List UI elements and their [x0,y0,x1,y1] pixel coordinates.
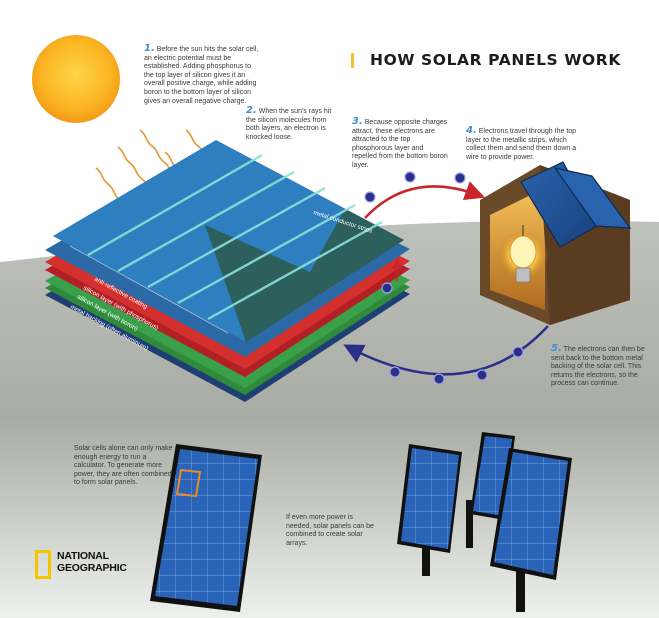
electrons-bottom [389,346,524,385]
step-2-text: When the sun's rays hit the silicon mole… [246,108,332,141]
house-illustration [480,161,632,325]
step-4: 4.Electrons travel through the top layer… [466,125,582,162]
step-3: 3.Because opposite charges attract, thes… [352,116,448,171]
solar-panel-single [150,444,262,612]
lightbulb-icon [509,235,537,269]
electrons-top [364,171,466,203]
step-4-number: 4. [466,125,477,136]
panel-cells [155,449,258,606]
step-3-number: 3. [352,116,363,127]
logo-mark [35,550,51,579]
step-1: 1.Before the sun hits the solar cell, an… [144,43,262,106]
step-2: 2.When the sun's rays hit the silicon mo… [246,105,336,142]
step-5: 5.The electrons can then be sent back to… [551,343,651,389]
logo: NATIONAL GEOGRAPHIC [57,550,127,574]
step-1-number: 1. [144,43,155,54]
calculator-note: Solar cells alone can only make enough e… [74,445,173,487]
arrow-return [343,325,549,376]
solar-array [397,432,572,612]
step-5-text: The electrons can then be sent back to t… [551,346,645,388]
logo-line-2: GEOGRAPHIC [57,561,127,574]
step-3-text: Because opposite charges attract, these … [352,119,448,169]
step-1-text: Before the sun hits the solar cell, an e… [144,46,259,105]
arrow-to-house [364,181,486,219]
roof-panel-right [553,167,632,229]
step-4-text: Electrons travel through the top layer t… [466,128,577,161]
step-5-number: 5. [551,343,562,354]
step-2-number: 2. [246,105,257,116]
cutaway-surface [205,209,404,342]
arrays-note: If even more power is needed, solar pane… [286,514,374,547]
title-accent-bar [351,53,354,68]
logo-line-1: NATIONAL [57,550,109,562]
electron-icon [381,282,393,294]
sun-icon [32,35,120,123]
page-title: HOW SOLAR PANELS WORK [370,51,621,69]
solar-cell-layers [45,140,410,402]
single-cell-highlight [175,468,202,498]
metal-conductor-strips [87,153,383,321]
